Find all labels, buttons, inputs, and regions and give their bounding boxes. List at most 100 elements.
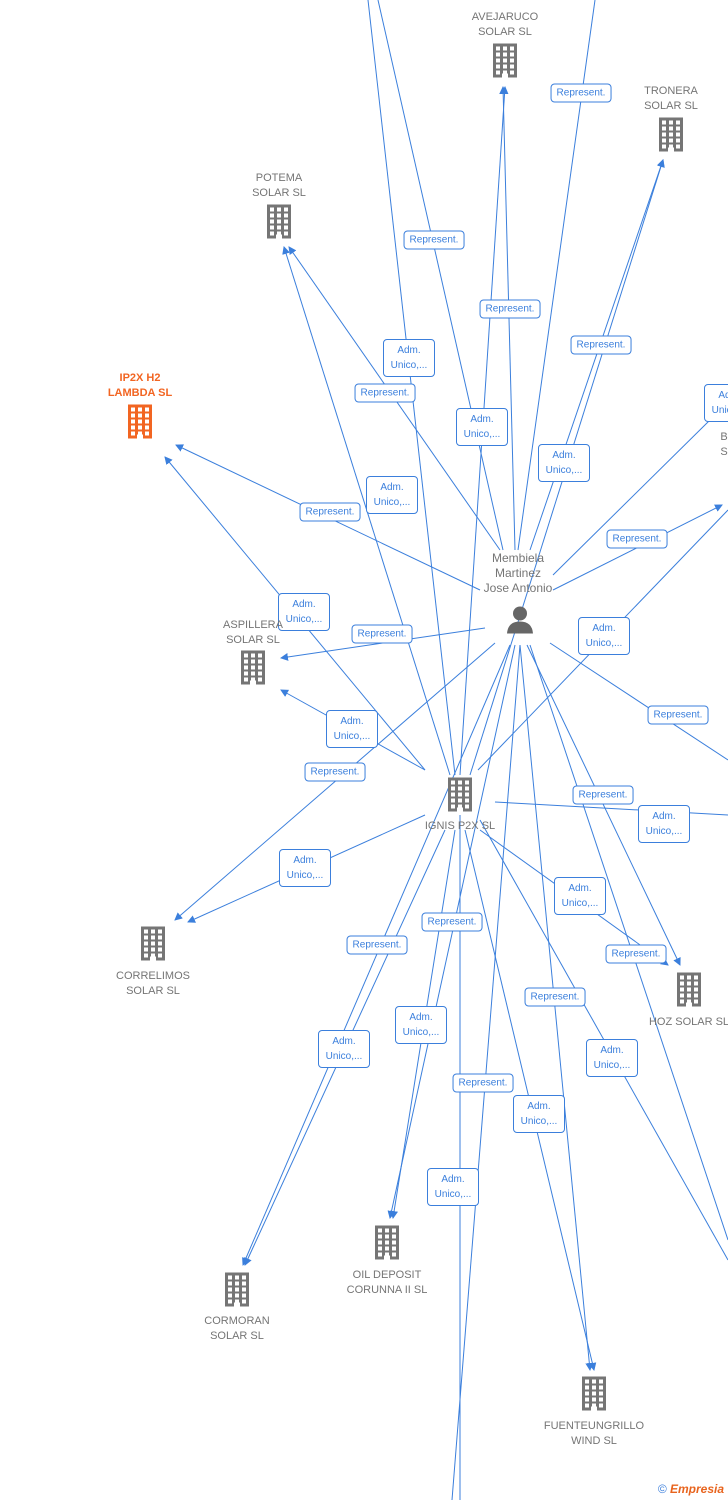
edge-label-adm-unico[interactable]: Adm.Unico,...: [366, 476, 418, 514]
edge-label-text: Adm.: [409, 1012, 433, 1023]
company-label-hoz[interactable]: HOZ SOLAR SL: [649, 1015, 728, 1030]
company-name-line: AVEJARUCO: [471, 11, 539, 23]
company-name-line: S: [720, 446, 728, 458]
edge-label-text: Adm.: [441, 1174, 465, 1185]
edge-label-represent[interactable]: Represent.: [304, 762, 366, 782]
company-name-line: SOLAR SL: [478, 26, 532, 38]
building-icon[interactable]: [223, 1272, 251, 1312]
edge-label-adm-unico[interactable]: Adm. Unico,...: [538, 444, 590, 482]
building-icon[interactable]: [139, 926, 167, 966]
edge-label-represent[interactable]: Represent.: [354, 383, 416, 403]
company-label-ignis[interactable]: IGNIS P2X SL: [425, 819, 495, 834]
edge-line: [242, 644, 511, 1266]
edge-label-represent[interactable]: Represent.: [606, 529, 668, 549]
company-name-line: LAMBDA SL: [107, 387, 173, 399]
edge-line: [499, 86, 516, 551]
edge-label-text: Adm.: [527, 1101, 551, 1112]
edge-label-adm-unico[interactable]: Adm. Unico,...: [554, 877, 606, 915]
edge-label-represent[interactable]: Represent.: [524, 987, 586, 1007]
edge-label-adm-unico[interactable]: Adm.Unico,...: [383, 339, 435, 377]
edge-label-represent[interactable]: Represent.: [403, 230, 465, 250]
company-name-line: OIL DEPOSIT: [352, 1269, 422, 1281]
company-name-line: IGNIS P2X SL: [424, 820, 496, 832]
edge-label-text: Adm.: [718, 390, 728, 401]
edge-label-adm-unico[interactable]: Adm. Unico,...: [456, 408, 508, 446]
copyright-brand: Empresia: [669, 1482, 724, 1496]
edge-label-adm-unico[interactable]: Adm. Unico,...: [578, 617, 630, 655]
edge-label-text: Unico,...: [711, 405, 728, 416]
company-name-line: SOLAR SL: [210, 1330, 264, 1342]
edge-label-text: Unico,...: [333, 731, 371, 742]
edge-line: [387, 644, 516, 1219]
edge-label-represent[interactable]: Represent.: [550, 83, 612, 103]
edge-label-text: Adm.: [592, 623, 616, 634]
edge-label-text: Unico,...: [286, 870, 324, 881]
building-icon[interactable]: [126, 404, 154, 444]
edge-label-adm-unico[interactable]: Adm.Unico,...: [395, 1006, 447, 1044]
edge-label-represent[interactable]: Represent.: [572, 785, 634, 805]
building-icon[interactable]: [239, 650, 267, 690]
edge-label-text: Adm.: [552, 450, 576, 461]
edge-label-adm-unico[interactable]: Adm.Unico,...: [318, 1030, 370, 1068]
edge-label-adm-unico[interactable]: Adm. Unico,...: [586, 1039, 638, 1077]
copyright: © Empresia: [658, 1482, 724, 1496]
building-icon[interactable]: [265, 204, 293, 244]
edge-label-adm-unico[interactable]: Adm.Unico,...: [279, 849, 331, 887]
edge-label-adm-unico[interactable]: Adm.Unico,...: [278, 593, 330, 631]
company-name-line: HOZ SOLAR SL: [648, 1016, 728, 1028]
edge-label-adm-unico[interactable]: Adm. Unico,...: [513, 1095, 565, 1133]
edge-label-text: Unico,...: [585, 638, 623, 649]
building-icon[interactable]: [446, 777, 474, 817]
edge-label-text: Unico,...: [463, 429, 501, 440]
company-label-fuente[interactable]: FUENTEUNGRILLO WIND SL: [544, 1419, 644, 1449]
edge-line: [552, 419, 711, 576]
edge-label-adm-unico[interactable]: Adm. Unico,...: [704, 384, 728, 422]
edge-label-adm-unico[interactable]: Adm. Unico,...: [638, 805, 690, 843]
edge-label-text: Unico,...: [561, 898, 599, 909]
edge-label-represent[interactable]: Represent.: [421, 912, 483, 932]
company-name-line: CORRELIMOS: [116, 970, 190, 982]
edge-label-represent[interactable]: Represent.: [299, 502, 361, 522]
edge-line: [519, 644, 594, 1371]
building-icon[interactable]: [373, 1225, 401, 1265]
edge-label-represent[interactable]: Represent.: [605, 944, 667, 964]
edge-label-text: Unico,...: [545, 465, 583, 476]
edge-label-text: Adm.: [568, 883, 592, 894]
company-name-line: FUENTEUNGRILLO: [543, 1420, 645, 1432]
person-name-line: Membiela: [491, 551, 545, 565]
edge-label-text: Adm.: [292, 599, 316, 610]
edge-label-text: Unico,...: [593, 1060, 631, 1071]
edge-label-text: Unico,...: [645, 826, 683, 837]
building-icon[interactable]: [657, 117, 685, 157]
company-name-line: WIND SL: [571, 1435, 617, 1447]
edge-line: [526, 644, 681, 966]
company-label-avejaruco[interactable]: AVEJARUCO SOLAR SL: [472, 10, 538, 40]
edge-label-represent[interactable]: Represent.: [570, 335, 632, 355]
edge-label-adm-unico[interactable]: Adm.Unico,...: [427, 1168, 479, 1206]
edge-label-text: Adm.: [652, 811, 676, 822]
edge-label-text: Adm.: [470, 414, 494, 425]
edge-label-represent[interactable]: Represent.: [479, 299, 541, 319]
edge-label-represent[interactable]: Represent.: [351, 624, 413, 644]
edge-label-text: Adm.: [600, 1045, 624, 1056]
building-icon[interactable]: [580, 1376, 608, 1416]
building-icon[interactable]: [675, 972, 703, 1012]
person-name-line: Jose Antonio: [483, 581, 553, 595]
person-icon[interactable]: [505, 605, 535, 640]
edge-label-represent[interactable]: Represent.: [452, 1073, 514, 1093]
edge-label-represent[interactable]: Represent.: [346, 935, 408, 955]
edge-label-text: Unico,...: [520, 1116, 558, 1127]
building-icon[interactable]: [491, 43, 519, 83]
edge-label-adm-unico[interactable]: Adm.Unico,...: [326, 710, 378, 748]
edge-label-represent[interactable]: Represent.: [647, 705, 709, 725]
